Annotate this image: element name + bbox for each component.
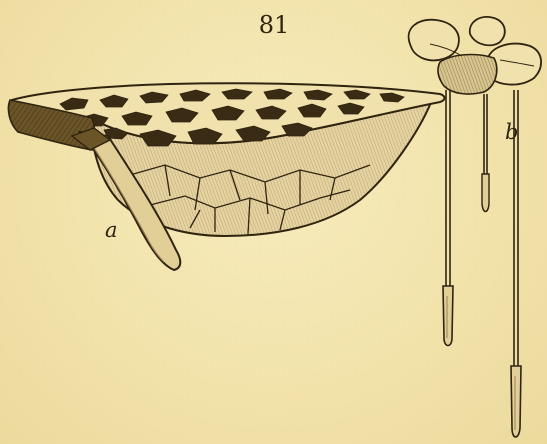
label-b: b [505, 121, 518, 143]
root-cap-2 [482, 174, 489, 212]
figure-number: 81 [252, 12, 296, 38]
root-cap-3 [511, 366, 521, 437]
plant-b-leaf-left [409, 20, 459, 61]
plant-b-leaf-top [470, 17, 505, 45]
root-cap-1 [443, 286, 453, 346]
label-a: a [105, 219, 118, 241]
